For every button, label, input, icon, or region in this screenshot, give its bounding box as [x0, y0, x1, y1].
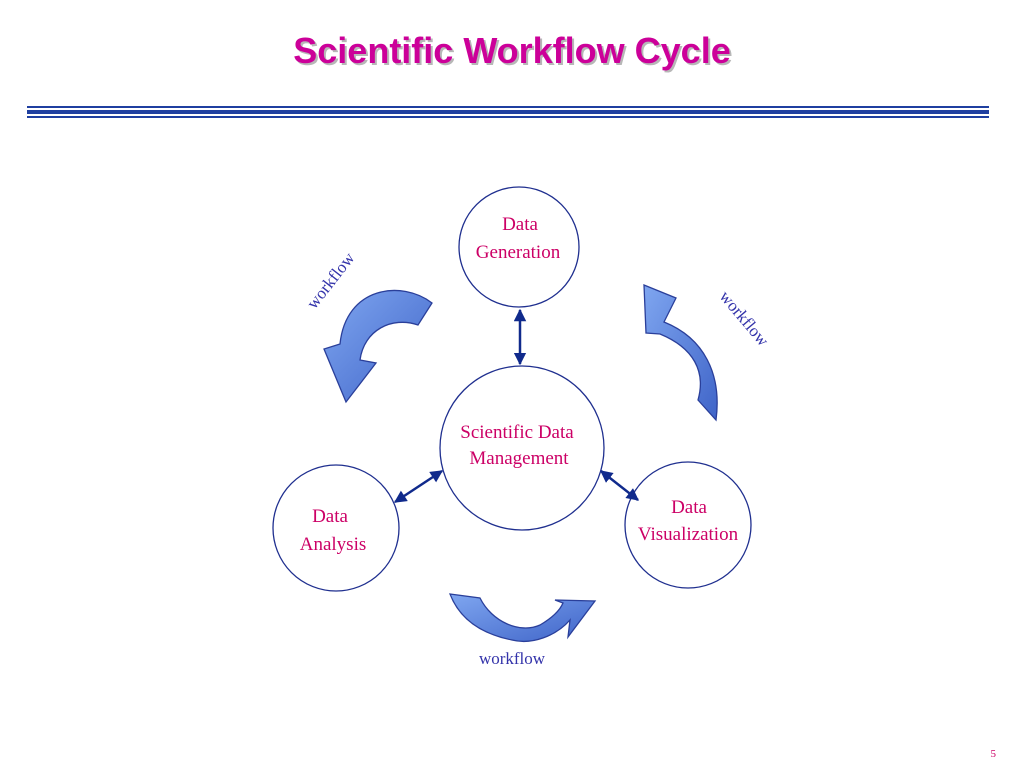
title-rule-bottom — [27, 116, 989, 118]
node-circle-generation — [458, 186, 580, 308]
connector-management-visualization — [600, 470, 639, 501]
node-circle-visualization — [624, 461, 752, 589]
node-label-generation-line1: Data — [502, 214, 538, 235]
node-label-management-line1: Scientific Data — [460, 422, 574, 443]
curved-arrow-bottom — [448, 593, 597, 642]
node-label-visualization-line1: Data — [671, 497, 707, 518]
connector-management-analysis — [393, 469, 444, 504]
curved-arrow-left — [323, 289, 433, 404]
curved-arrow-right — [643, 284, 718, 422]
page-number: 5 — [990, 748, 997, 760]
node-label-visualization-line2: Visualization — [638, 524, 739, 545]
title-rule-middle — [27, 110, 989, 114]
workflow-label-right: workflow — [716, 287, 774, 350]
title-rule-top — [27, 106, 989, 108]
slide-title: Scientific Workflow Cycle — [293, 30, 731, 71]
workflow-label-left: workflow — [303, 248, 359, 312]
node-circle-analysis — [272, 464, 400, 592]
node-label-generation-line2: Generation — [476, 242, 561, 263]
node-label-analysis-line1: Data — [312, 506, 348, 527]
node-label-management-line2: Management — [469, 448, 569, 469]
node-circle-management — [439, 365, 605, 531]
node-label-analysis-line2: Analysis — [300, 534, 367, 555]
workflow-label-bottom: workflow — [479, 649, 546, 668]
